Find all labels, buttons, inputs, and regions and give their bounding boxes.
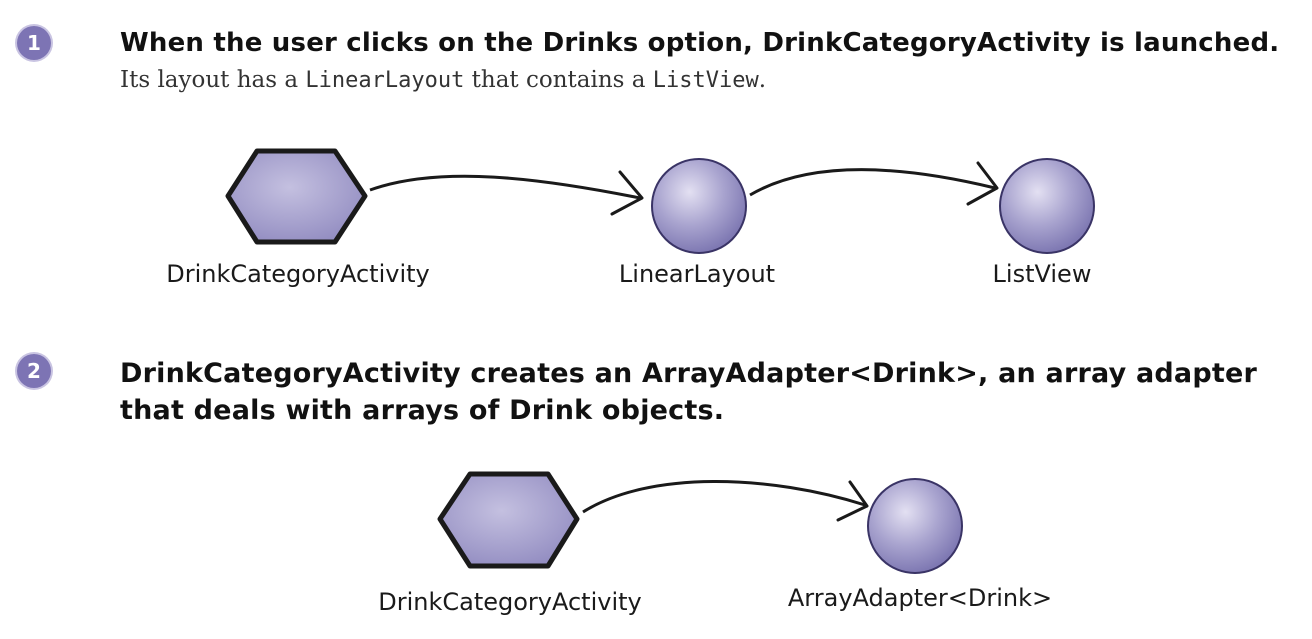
desc-text-2: that contains a [464,67,653,93]
node-label-linearlayout: LinearLayout [619,260,775,288]
step-2-heading-line1: DrinkCategoryActivity creates an ArrayAd… [120,358,1258,389]
arrowhead-icon [610,170,644,216]
step-1-description: Its layout has a LinearLayout that conta… [120,64,766,97]
step-1-badge: 1 [17,26,51,60]
activity-hexagon-icon [225,148,368,245]
desc-text-3: . [758,67,767,93]
arrow-linearlayout-to-listview [749,168,996,197]
diagram-2: DrinkCategoryActivity ArrayAdapter<Drink… [378,471,1052,616]
node-label-arrayadapter: ArrayAdapter<Drink> [788,584,1052,612]
step-1-heading: When the user clicks on the Drinks optio… [120,28,1280,58]
node-label-drinkcategoryactivity: DrinkCategoryActivity [166,260,430,288]
diagram-1: DrinkCategoryActivity LinearLayout ListV… [166,148,1095,288]
code-listview: ListView [652,68,759,93]
step-2-heading-line2: that deals with arrays of Drink objects. [120,395,725,426]
arrowhead-icon [966,161,999,206]
node-label-drinkcategoryactivity-2: DrinkCategoryActivity [378,588,642,616]
arrowhead-icon [836,480,869,522]
listview-circle-icon [999,158,1095,254]
desc-text-1: Its layout has a [120,67,306,93]
linearlayout-circle-icon [651,158,747,254]
arrow-activity-to-arrayadapter [582,480,866,514]
step-2-badge: 2 [17,354,51,388]
node-label-listview: ListView [993,260,1092,288]
arrayadapter-circle-icon [867,478,963,574]
code-linearlayout: LinearLayout [305,68,465,93]
arrow-activity-to-linearlayout [369,174,641,200]
activity-hexagon-icon [437,471,580,569]
